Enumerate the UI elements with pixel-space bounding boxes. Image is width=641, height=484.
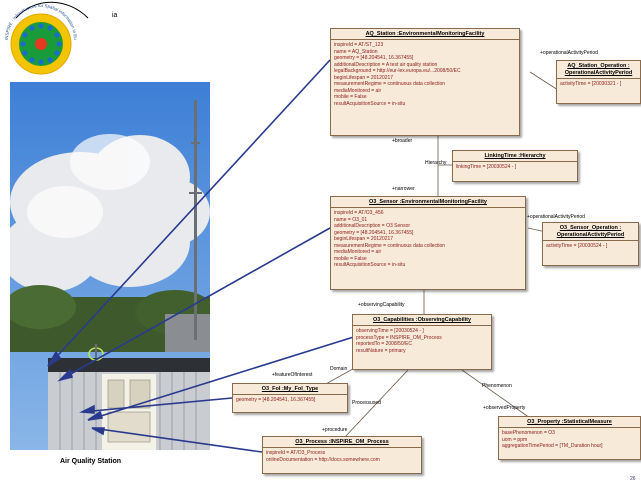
attribute: beginLifespan = 20120217 — [334, 236, 394, 242]
attribute: inspireId = AT/O3_Process — [266, 450, 326, 456]
role-phenomenon: Phenomenon — [482, 383, 512, 389]
o3-foi-object: O3_FoI :My_FoI_Type geometry = [48.20454… — [232, 383, 348, 413]
aq-station-object: AQ_Station :EnvironmentalMonitoringFacil… — [330, 28, 520, 136]
attribute: mediaMonitored = air — [334, 249, 382, 255]
o3-property-object: O3_Property :StatisticalMeasure basePhen… — [498, 416, 641, 460]
title-line: OperationalActivityPeriod — [564, 70, 633, 76]
attribute: legalBackground = http://eur-lex.europa.… — [334, 68, 461, 74]
role-operational-activity-period: +operationalActivityPeriod — [540, 50, 598, 56]
attribute: resultAcquisitionSource = in-situ — [334, 262, 406, 268]
attribute: measurementRegime = continuous data coll… — [334, 81, 446, 87]
attribute: mobile = False — [334, 94, 367, 100]
role-feature-of-interest: +featureOfInterest — [272, 372, 313, 378]
attribute: geometry = [48.204541, 16.367455] — [236, 397, 316, 403]
attribute: geometry = [48.204541, 16.367455] — [334, 229, 414, 236]
attribute: aggregationTimePeriod = [TM_Duration hou… — [502, 443, 603, 449]
attribute: beginLifespan = 20120217 — [334, 74, 394, 81]
role-observed-property: +observedProperty — [483, 405, 526, 411]
o3-sensor-title: O3_Sensor :EnvironmentalMonitoringFacili… — [369, 199, 487, 205]
role-hierarchy: Hierarchy — [425, 160, 447, 166]
attribute: basePhenomenon = O3 — [502, 430, 555, 436]
attribute: measurementRegime = continuous data coll… — [334, 242, 446, 249]
title-line: AQ_Station_Operation : — [567, 63, 630, 69]
attribute: inspireId = AT/ST_123 — [334, 42, 384, 48]
attribute: resultAcquisitionSource = in-situ — [334, 100, 406, 107]
o3-process-object: O3_Process :INSPIRE_OM_Process inspireId… — [262, 436, 422, 474]
o3-property-title: O3_Property :StatisticalMeasure — [527, 419, 612, 425]
photo-caption: Air Quality Station — [60, 458, 122, 465]
o3-sensor-operation-object: O3_Sensor_Operation : OperationalActivit… — [542, 222, 639, 266]
attribute: activityTime = [20030321 - ] — [560, 81, 622, 87]
attribute: mobile = False — [334, 255, 367, 262]
attribute: reportedTo = 2008/50/EC — [356, 341, 413, 347]
attribute: inspireId = AT/O3_456 — [334, 210, 384, 216]
aq-station-operation-title: AQ_Station_Operation : OperationalActivi… — [557, 61, 640, 78]
aq-station-title: AQ_Station :EnvironmentalMonitoringFacil… — [365, 31, 485, 37]
aq-station-operation-attributes: activityTime = [20030321 - ] — [557, 79, 640, 90]
title-line: OperationalActivityPeriod — [556, 232, 625, 238]
o3-property-attributes: basePhenomenon = O3 uom = ppm aggregatio… — [499, 428, 640, 452]
role-domain: Domain — [330, 366, 348, 372]
o3-sensor-operation-title: O3_Sensor_Operation : OperationalActivit… — [543, 223, 638, 240]
attribute: mediaMonitored = air — [334, 87, 382, 94]
linking-time-attributes: linkingTime = [20030524 - ] — [453, 162, 577, 173]
attribute: additionalDescription = O3 Sensor — [334, 223, 411, 229]
o3-capabilities-title: O3_Capabilities :ObservingCapability — [372, 317, 472, 323]
o3-process-attributes: inspireId = AT/O3_Process onlineDocument… — [263, 448, 421, 465]
role-narrower: +narrower — [392, 186, 415, 192]
aq-station-attributes: inspireId = AT/ST_123 name = AQ_Station … — [331, 40, 519, 109]
linking-time-title: LinkingTime :Hierarchy — [484, 153, 546, 159]
attribute: processType = INSPIRE_OM_Process — [356, 334, 442, 341]
aq-station-operation-object: AQ_Station_Operation : OperationalActivi… — [556, 60, 641, 104]
attribute: observingTime = [20030524 - ] — [356, 328, 424, 334]
attribute: name = AQ_Station — [334, 48, 378, 55]
role-broader: +broader — [392, 138, 413, 144]
o3-foi-attributes: geometry = [48.204541, 16.367455] — [233, 395, 347, 406]
role-observing-capability: +observingCapability — [358, 302, 405, 308]
attribute: additionalDescription = A test air quali… — [334, 61, 438, 68]
air-quality-station-photo — [10, 82, 210, 450]
o3-process-title: O3_Process :INSPIRE_OM_Process — [295, 439, 389, 445]
role-processused: Processused — [352, 400, 381, 406]
o3-capabilities-attributes: observingTime = [20030524 - ] processTyp… — [353, 326, 491, 356]
corner-label: ia — [112, 12, 118, 19]
footer-mark: 26 — [630, 476, 636, 482]
attribute: name = O3_01 — [334, 216, 368, 223]
title-line: O3_Sensor_Operation : — [559, 225, 622, 231]
attribute: activityTime = [20030524 - ] — [546, 243, 608, 249]
o3-capabilities-object: O3_Capabilities :ObservingCapability obs… — [352, 314, 492, 370]
o3-foi-title: O3_FoI :My_FoI_Type — [261, 386, 319, 392]
o3-sensor-object: O3_Sensor :EnvironmentalMonitoringFacili… — [330, 196, 526, 290]
role-procedure: +procedure — [322, 427, 348, 433]
attribute: linkingTime = [20030524 - ] — [456, 164, 517, 170]
attribute: onlineDocumentation = http://docs.somewh… — [266, 456, 380, 463]
role-operational-activity-period-2: +operationalActivityPeriod — [527, 214, 585, 220]
o3-sensor-attributes: inspireId = AT/O3_456 name = O3_01 addit… — [331, 208, 525, 271]
inspire-logo: INSPIRE · Infrastructure for Spatial Inf… — [1, 0, 100, 80]
attribute: uom = ppm — [502, 436, 528, 443]
linking-time-object: LinkingTime :Hierarchy linkingTime = [20… — [452, 150, 578, 182]
attribute: geometry = [48.204541, 16.367455] — [334, 55, 414, 61]
attribute: resultNature = primary — [356, 347, 406, 354]
o3-sensor-operation-attributes: activityTime = [20030524 - ] — [543, 241, 638, 252]
